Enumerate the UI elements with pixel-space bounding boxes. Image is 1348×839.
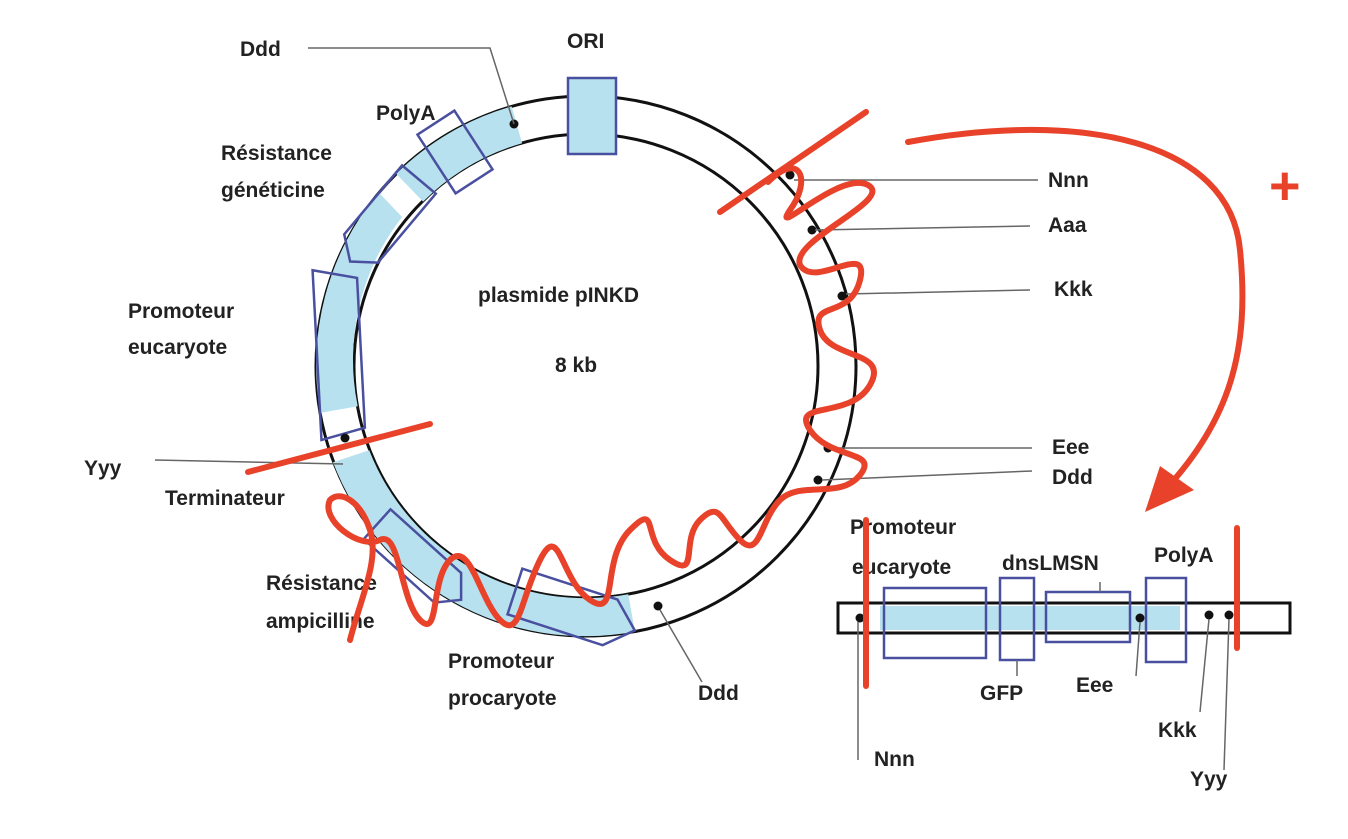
insert-promoter-box xyxy=(882,586,988,660)
label-polya: PolyA xyxy=(376,102,436,125)
ori-box xyxy=(566,76,618,156)
plasmid-name: plasmide pINKD xyxy=(478,284,639,307)
label-site-nnn: Nnn xyxy=(1048,169,1089,192)
linear-insert: Promoteur eucaryote dnsLMSN PolyA GFP Ee… xyxy=(836,516,1292,791)
insert-label-promoter-2: eucaryote xyxy=(852,556,951,579)
insert-label-kkk: Kkk xyxy=(1158,719,1197,742)
label-site-ddd-top: Ddd xyxy=(240,38,281,61)
label-site-ddd-bottom: Ddd xyxy=(698,682,739,705)
insert-leader-yyy xyxy=(1223,618,1230,771)
insert-site-dot-kkk xyxy=(1204,610,1214,620)
insert-leader-kkk xyxy=(1199,618,1210,713)
segment-polya-geneticin xyxy=(396,106,523,202)
label-geneticin-resistance-1: Résistance xyxy=(221,142,332,165)
prokaryote-promoter-arrow xyxy=(505,567,637,647)
leader-aaa xyxy=(814,225,1031,231)
insert-label-nnn: Nnn xyxy=(874,748,915,771)
ampicillin-resistance-arrow xyxy=(361,507,463,604)
geneticin-resistance-arrow xyxy=(342,163,438,264)
red-annotations: + xyxy=(245,109,1301,689)
label-prokaryote-promoter-1: Promoteur xyxy=(448,650,554,673)
insert-site-dot-nnn xyxy=(855,613,865,623)
insert-leader-eee xyxy=(1135,621,1141,677)
insert-label-polya: PolyA xyxy=(1154,544,1214,567)
insert-label-yyy: Yyy xyxy=(1190,768,1228,791)
label-eukaryote-promoter-2: eucaryote xyxy=(128,336,227,359)
insert-dnslmsn-box xyxy=(1044,590,1132,644)
insert-label-gfp: GFP xyxy=(980,682,1023,705)
label-ori: ORI xyxy=(567,30,604,53)
insert-polya-box xyxy=(1144,576,1188,664)
label-site-aaa: Aaa xyxy=(1048,214,1087,237)
label-ampicillin-resistance-1: Résistance xyxy=(266,572,377,595)
label-site-kkk: Kkk xyxy=(1054,278,1093,301)
insert-site-dot-eee xyxy=(1135,613,1145,623)
site-dot-aaa xyxy=(807,225,817,235)
site-dot-ddd-right xyxy=(813,475,823,485)
site-dot-nnn xyxy=(785,170,795,180)
leader-yyy xyxy=(154,459,344,465)
site-dot-yyy xyxy=(340,433,350,443)
leader-kkk xyxy=(845,289,1031,295)
cut-line-plasmid-top xyxy=(717,109,869,215)
label-site-eee: Eee xyxy=(1052,436,1089,459)
site-dot-ddd-bottom xyxy=(653,601,663,611)
deleted-region-zigzag xyxy=(325,165,877,643)
polya-box xyxy=(415,108,495,196)
site-dot-kkk xyxy=(837,291,847,301)
cut-line-plasmid-left xyxy=(245,421,433,475)
curved-arrow-head xyxy=(1145,466,1194,512)
label-prokaryote-promoter-2: procaryote xyxy=(448,687,557,710)
curved-arrow xyxy=(905,126,1246,493)
leader-ddd-top xyxy=(308,47,515,125)
plasmid-size: 8 kb xyxy=(555,354,597,377)
insert-site-dot-yyy xyxy=(1224,610,1234,620)
insert-label-eee: Eee xyxy=(1076,674,1113,697)
insert-label-promoter-1: Promoteur xyxy=(850,516,956,539)
plus-sign: + xyxy=(1269,156,1301,216)
label-ampicillin-resistance-2: ampicilline xyxy=(266,610,375,633)
insert-label-dnslmsn: dnsLMSN xyxy=(1002,552,1099,575)
eukaryote-promoter-box xyxy=(311,268,367,442)
label-site-ddd-right: Ddd xyxy=(1052,466,1093,489)
label-site-yyy: Yyy xyxy=(84,457,122,480)
leader-ddd-bottom xyxy=(659,609,703,683)
label-eukaryote-promoter-1: Promoteur xyxy=(128,300,234,323)
label-terminator: Terminateur xyxy=(165,487,285,510)
label-geneticin-resistance-2: généticine xyxy=(221,179,325,202)
insert-blue-fill xyxy=(880,606,1180,630)
